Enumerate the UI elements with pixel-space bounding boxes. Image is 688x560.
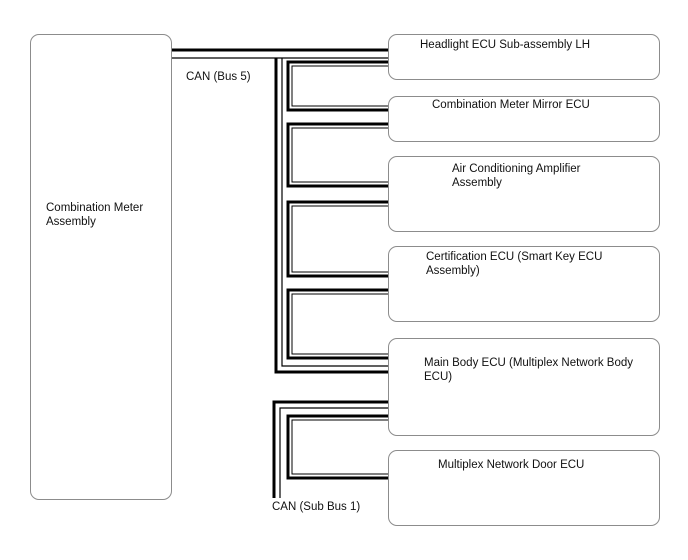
can-bus5-label: CAN (Bus 5) <box>186 71 251 83</box>
ecu-box-mirror <box>388 96 660 142</box>
combination-meter-assembly-block <box>30 34 172 500</box>
loop-cert-mainbody <box>286 288 388 360</box>
ecu-box-certification <box>388 246 660 322</box>
ecu-box-main-body <box>388 338 660 436</box>
ecu-box-headlight <box>388 34 660 80</box>
loop-headlight-mirror <box>286 60 388 112</box>
combination-meter-assembly-label: Combination Meter Assembly <box>46 202 144 228</box>
ecu-label-headlight: Headlight ECU Sub-assembly LH <box>420 39 591 51</box>
loop-aircon-cert <box>286 200 388 278</box>
subbus-outer <box>272 400 388 498</box>
ecu-label-certification: Certification ECU (Smart Key ECU Assembl… <box>426 251 603 277</box>
subbus-inner <box>279 407 388 498</box>
loop-mainbody-door <box>286 414 388 480</box>
ecu-label-main-body: Main Body ECU (Multiplex Network Body EC… <box>424 357 633 383</box>
ecu-label-aircon: Air Conditioning Amplifier Assembly <box>452 163 581 189</box>
loop-mirror-aircon <box>286 122 388 188</box>
ecu-box-door <box>388 450 660 526</box>
can-sub-bus1-label: CAN (Sub Bus 1) <box>272 501 361 513</box>
bus5-vertical-inner <box>281 58 388 367</box>
ecu-label-door: Multiplex Network Door ECU <box>438 459 585 471</box>
ecu-box-aircon <box>388 156 660 232</box>
ecu-label-mirror: Combination Meter Mirror ECU <box>432 99 590 111</box>
bus5-vertical-outer <box>274 58 388 374</box>
